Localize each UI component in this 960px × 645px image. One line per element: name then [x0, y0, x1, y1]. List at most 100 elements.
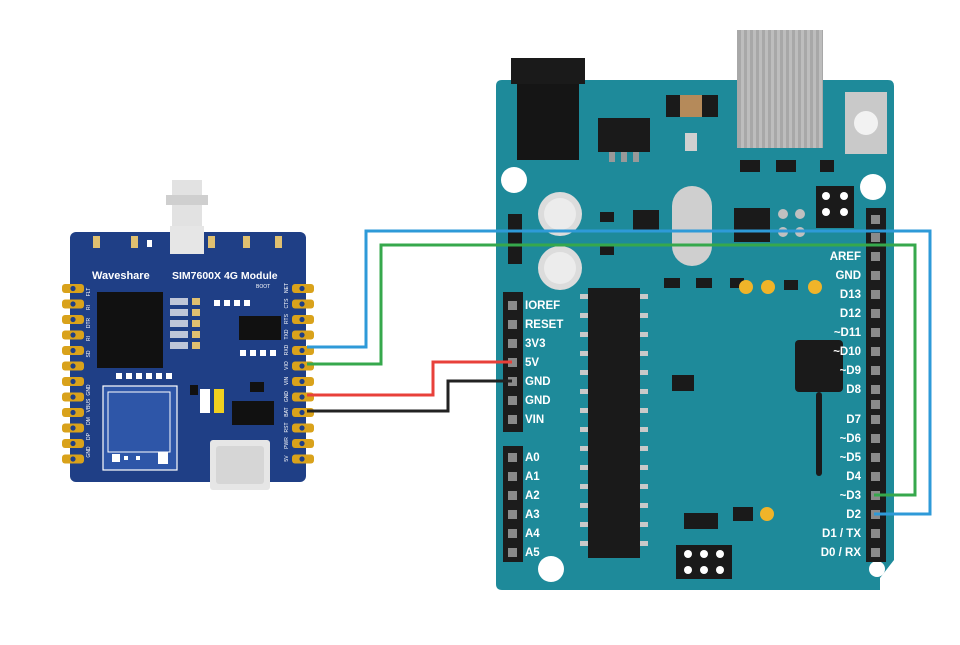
module-pin-label: DP	[86, 432, 92, 440]
pin-label: AREF	[830, 251, 861, 263]
voltage-regulator	[598, 118, 650, 152]
header-hole	[871, 434, 880, 443]
pin-label: D12	[840, 308, 861, 320]
wire-green-rxd-d3	[307, 243, 917, 497]
module-pin-label: VIO	[284, 361, 290, 370]
module-pin-label: RXD	[284, 344, 290, 355]
header-hole	[871, 366, 880, 375]
usb-chip	[734, 208, 770, 242]
header-hole	[508, 396, 517, 405]
led	[760, 507, 774, 521]
pin-label: GND	[835, 270, 861, 282]
module-pin-label: RI	[86, 336, 92, 341]
pin-label: VIN	[525, 414, 544, 426]
module-pin-label: BAT	[284, 407, 290, 416]
module-pin-label: GND	[86, 446, 92, 458]
header-hole	[508, 358, 517, 367]
header-hole	[508, 339, 517, 348]
header-hole	[508, 301, 517, 310]
sim-chip	[97, 292, 163, 368]
sim7600x-module: Waveshare SIM7600X 4G Module BOOT NET CTS…	[62, 180, 314, 490]
header-hole	[508, 377, 517, 386]
header-hole	[871, 347, 880, 356]
wire-red-vin-5v	[307, 360, 512, 397]
pin-label: ~D10	[833, 346, 861, 358]
module-pin-label: VIN	[284, 376, 290, 385]
atmega-chip	[588, 288, 640, 558]
header-hole	[508, 491, 517, 500]
pin-label: A4	[525, 528, 540, 540]
module-pin-label: SD	[86, 350, 92, 357]
module-pin-label: FLT	[86, 288, 92, 297]
header-hole	[871, 415, 880, 424]
header-hole	[871, 453, 880, 462]
module-pin-label: CTS	[284, 298, 290, 309]
pin-label: 3V3	[525, 338, 545, 350]
mount-hole	[869, 561, 885, 577]
module-pin-label: DTR	[86, 317, 92, 328]
pin-label: D2	[846, 509, 861, 521]
pin-label: D0 / RX	[821, 547, 862, 559]
pin-label: ~D6	[840, 433, 861, 445]
header-hole	[871, 271, 880, 280]
wires	[307, 229, 932, 516]
header-hole	[871, 309, 880, 318]
header-hole	[871, 472, 880, 481]
module-pin-label: VBUS	[86, 398, 92, 412]
module-pin-label: RST	[284, 423, 290, 433]
header-hole	[508, 415, 517, 424]
header-hole	[508, 529, 517, 538]
pin-label: ~D5	[840, 452, 862, 464]
header-hole	[871, 529, 880, 538]
led	[739, 280, 753, 294]
header-hole	[508, 472, 517, 481]
header-hole	[508, 510, 517, 519]
wire-blue-txd-d2	[307, 229, 932, 516]
mount-hole	[538, 556, 564, 582]
wire-black-gnd-gnd	[307, 379, 512, 413]
pin-label: D1 / TX	[822, 528, 861, 540]
header-hole	[508, 320, 517, 329]
pin-label: A5	[525, 547, 540, 559]
arduino-uno-board: IOREFRESET3V35VGNDGNDVINA0A1A2A3A4A5AREF…	[496, 30, 894, 590]
pin-label: GND	[525, 395, 551, 407]
header-hole	[871, 252, 880, 261]
module-pin-label: GND	[86, 384, 92, 396]
analog-header	[503, 446, 523, 562]
module-pin-label: DM	[86, 417, 92, 425]
module-brand: Waveshare	[92, 270, 150, 282]
header-hole	[871, 385, 880, 394]
pin-label: A1	[525, 471, 540, 483]
boot-label: BOOT	[256, 284, 270, 290]
module-title: SIM7600X 4G Module	[172, 270, 278, 282]
ceramic-part	[795, 340, 843, 392]
pin-label: ~D9	[840, 365, 861, 377]
pin-label: D8	[846, 384, 861, 396]
module-pin-label: NET	[284, 283, 290, 293]
module-pin-label: RI	[86, 305, 92, 310]
crystal	[672, 186, 712, 266]
module-pin-label: GND	[284, 391, 290, 403]
pin-label: ~D3	[840, 490, 861, 502]
pin-label: GND	[525, 376, 551, 388]
module-pin-label: 5V	[284, 455, 290, 462]
header-hole	[871, 548, 880, 557]
header-hole	[508, 548, 517, 557]
pin-label: ~D11	[834, 327, 862, 339]
led	[808, 280, 822, 294]
pin-label: D7	[846, 414, 861, 426]
module-pin-label: RTS	[284, 313, 290, 324]
pin-label: D13	[840, 289, 861, 301]
mount-hole	[501, 167, 527, 193]
module-pin-label: TXD	[284, 329, 290, 339]
header-hole	[508, 453, 517, 462]
pin-label: A0	[525, 452, 540, 464]
led	[761, 280, 775, 294]
icsp-header	[816, 186, 854, 228]
pin-label: 5V	[525, 357, 539, 369]
pin-label: IOREF	[525, 300, 560, 312]
pin-label: A3	[525, 509, 540, 521]
mount-hole	[860, 174, 886, 200]
pin-label: A2	[525, 490, 540, 502]
